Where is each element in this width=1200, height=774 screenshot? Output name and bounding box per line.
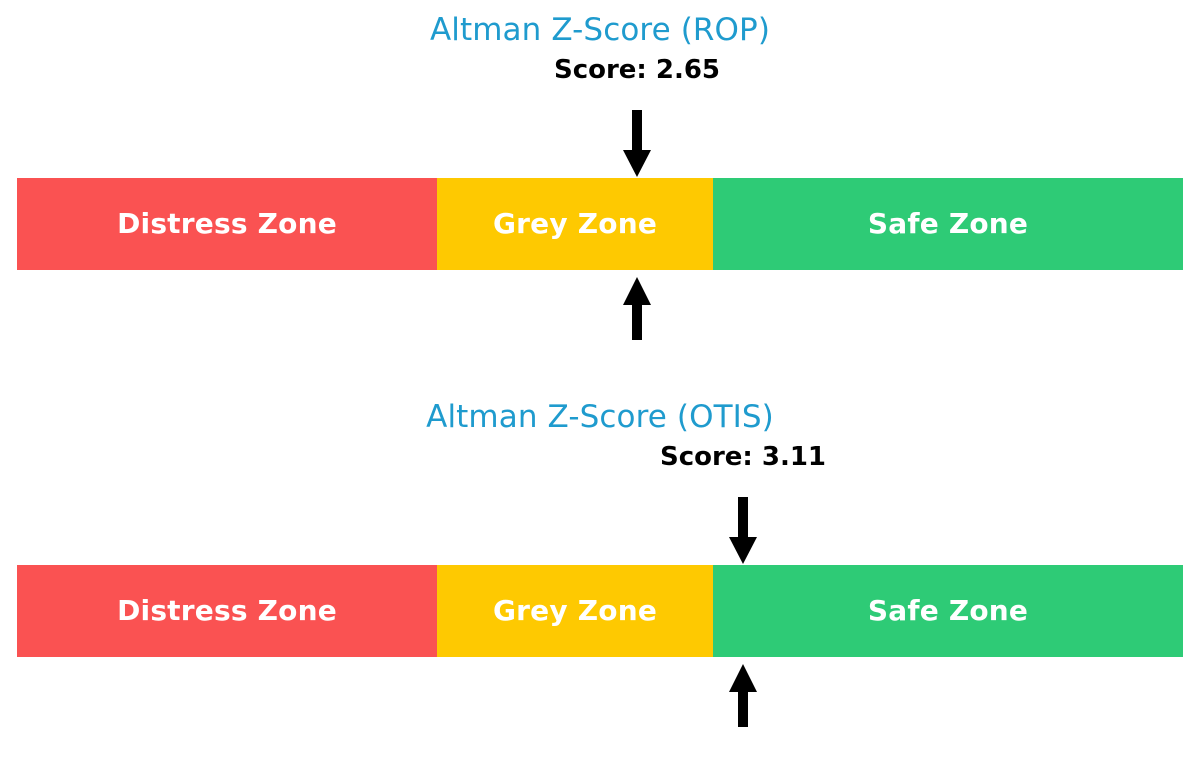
zone-grey-otis: Grey Zone (437, 565, 713, 657)
score-label-otis: Score: 3.11 (659, 442, 827, 472)
chart-title-otis: Altman Z-Score (OTIS) (426, 399, 774, 435)
arrow-up-icon (622, 277, 652, 341)
arrow-down-icon (622, 110, 652, 178)
zone-label-safe: Safe Zone (867, 207, 1029, 240)
zone-label-safe: Safe Zone (867, 594, 1029, 627)
zone-label-distress: Distress Zone (117, 207, 337, 240)
score-label-rop: Score: 2.65 (553, 55, 721, 85)
arrow-up-icon (728, 664, 758, 728)
zone-safe-otis: Safe Zone (713, 565, 1183, 657)
zone-label-distress: Distress Zone (117, 594, 337, 627)
zone-bar-otis: Distress Zone Grey Zone Safe Zone (17, 565, 1183, 657)
zone-grey-rop: Grey Zone (437, 178, 713, 270)
zone-safe-rop: Safe Zone (713, 178, 1183, 270)
altman-z-score-chart-otis: Altman Z-Score (OTIS) Score: 3.11 Distre… (0, 387, 1200, 774)
zone-distress-rop: Distress Zone (17, 178, 437, 270)
zone-bar-rop: Distress Zone Grey Zone Safe Zone (17, 178, 1183, 270)
zone-distress-otis: Distress Zone (17, 565, 437, 657)
altman-z-score-chart-rop: Altman Z-Score (ROP) Score: 2.65 Distres… (17, 12, 1183, 341)
arrow-down-icon (728, 497, 758, 565)
zone-label-grey: Grey Zone (492, 207, 658, 240)
chart-title-rop: Altman Z-Score (ROP) (429, 12, 771, 48)
zone-label-grey: Grey Zone (492, 594, 658, 627)
